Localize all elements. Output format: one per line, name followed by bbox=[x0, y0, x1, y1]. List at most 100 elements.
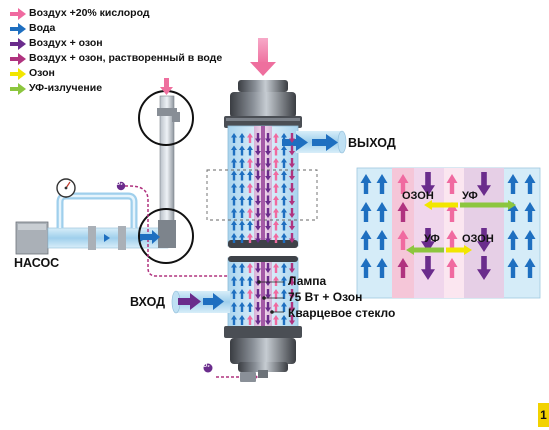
flow-arrow bbox=[239, 233, 245, 243]
flow-arrow bbox=[273, 233, 279, 243]
flow-arrow bbox=[273, 315, 279, 325]
flow-arrow bbox=[265, 315, 271, 325]
lower-flow-arrows bbox=[231, 263, 295, 325]
pump-label: НАСОС bbox=[14, 256, 60, 270]
injector-water-arrow bbox=[140, 230, 160, 244]
flow-arrow bbox=[247, 263, 253, 273]
flow-arrow bbox=[247, 195, 253, 206]
page-number-badge: 1 bbox=[538, 403, 549, 427]
flow-arrow bbox=[524, 174, 536, 194]
magenta-arrow-icon bbox=[10, 52, 26, 65]
flow-arrow bbox=[239, 183, 245, 193]
flow-arrow bbox=[265, 233, 271, 243]
pump bbox=[15, 221, 49, 255]
legend-item-ozone: Озон bbox=[10, 66, 222, 81]
flow-arrow bbox=[281, 233, 287, 243]
flow-arrow bbox=[273, 170, 279, 181]
flow-arrow bbox=[360, 230, 372, 250]
flow-arrow bbox=[273, 195, 279, 206]
flow-arrow bbox=[421, 228, 435, 252]
o2-badge-bottom-icon bbox=[203, 363, 213, 373]
flow-arrow bbox=[273, 220, 279, 231]
flow-arrow bbox=[265, 145, 271, 156]
flow-arrow bbox=[446, 230, 458, 250]
air-intake-arrow bbox=[160, 78, 173, 95]
flow-arrow bbox=[247, 145, 253, 156]
pink-arrow-icon bbox=[10, 7, 26, 20]
legend-item-dissolved: Воздух + озон, растворенный в воде bbox=[10, 51, 222, 66]
flow-arrow bbox=[289, 276, 295, 286]
flow-arrow bbox=[239, 158, 245, 168]
zoom-region-box bbox=[206, 169, 318, 221]
flow-arrow bbox=[397, 202, 409, 222]
flow-arrow bbox=[376, 230, 388, 250]
flow-arrow bbox=[273, 183, 279, 193]
flow-arrow bbox=[265, 208, 271, 218]
flow-arrow bbox=[265, 302, 271, 312]
legend-label: Воздух + озон, растворенный в воде bbox=[29, 52, 223, 64]
yellow-arrow-icon bbox=[10, 67, 26, 80]
zoom-uv-label-2: УФ bbox=[424, 233, 440, 245]
ozone-return-line bbox=[116, 181, 228, 277]
flow-arrow bbox=[255, 158, 261, 168]
flow-arrow bbox=[231, 195, 237, 206]
legend: Воздух +20% кислород Вода Воздух + озон … bbox=[10, 6, 222, 96]
flow-arrow bbox=[231, 145, 237, 156]
flow-arrow bbox=[273, 208, 279, 218]
flow-arrow bbox=[255, 263, 261, 273]
flow-arrow bbox=[239, 315, 245, 325]
flow-arrow bbox=[281, 220, 287, 231]
flow-arrow bbox=[273, 289, 279, 299]
flow-arrow bbox=[397, 230, 409, 250]
flow-arrow bbox=[360, 258, 372, 278]
flow-arrow bbox=[446, 258, 458, 278]
flow-arrow bbox=[247, 208, 253, 218]
flow-arrow bbox=[255, 183, 261, 193]
flow-arrow bbox=[231, 233, 237, 243]
flow-arrow bbox=[289, 183, 295, 193]
blue-arrow-icon bbox=[10, 22, 26, 35]
flow-arrow bbox=[265, 220, 271, 231]
purple-arrow-icon bbox=[10, 37, 26, 50]
flow-arrow bbox=[231, 315, 237, 325]
flow-arrow bbox=[231, 263, 237, 273]
flow-arrow bbox=[255, 233, 261, 243]
zoom-ozone-label-1: ОЗОН bbox=[402, 190, 434, 202]
zoom-ozone-label-2: ОЗОН bbox=[462, 233, 494, 245]
flow-arrow bbox=[231, 289, 237, 299]
flow-arrow bbox=[281, 302, 287, 312]
flow-arrow bbox=[231, 183, 237, 193]
flow-arrow bbox=[281, 208, 287, 218]
flow-arrow bbox=[255, 133, 261, 143]
flow-arrow bbox=[281, 145, 287, 156]
flow-arrow bbox=[281, 276, 287, 286]
flow-arrow bbox=[477, 256, 491, 280]
flow-arrow bbox=[289, 289, 295, 299]
o2-badge-left-label: O₂ bbox=[116, 181, 123, 187]
legend-item-air-ozone: Воздух + озон bbox=[10, 36, 222, 51]
flow-arrow bbox=[265, 170, 271, 181]
magnifier-bottom bbox=[138, 208, 194, 264]
bottom-drain bbox=[203, 363, 268, 382]
flow-arrow bbox=[239, 289, 245, 299]
flow-arrow bbox=[239, 195, 245, 206]
outlet-water-arrows bbox=[282, 134, 338, 151]
lamp-leader-lines bbox=[257, 280, 284, 314]
flow-arrow bbox=[289, 208, 295, 218]
flow-arrow bbox=[289, 195, 295, 206]
legend-item-air: Воздух +20% кислород bbox=[10, 6, 222, 21]
inlet-label: ВХОД bbox=[130, 295, 166, 309]
flow-arrow bbox=[239, 263, 245, 273]
bypass-loop bbox=[56, 192, 138, 228]
flow-arrow bbox=[265, 195, 271, 206]
flow-arrow bbox=[273, 145, 279, 156]
flow-arrow bbox=[507, 258, 519, 278]
flow-arrow bbox=[239, 208, 245, 218]
outlet-label: ВЫХОД bbox=[348, 136, 396, 150]
flow-arrow bbox=[281, 263, 287, 273]
legend-label: Воздух +20% кислород bbox=[29, 7, 150, 19]
flow-arrow bbox=[247, 170, 253, 181]
flow-arrow bbox=[446, 174, 458, 194]
flow-arrow bbox=[360, 202, 372, 222]
flow-arrow bbox=[376, 202, 388, 222]
